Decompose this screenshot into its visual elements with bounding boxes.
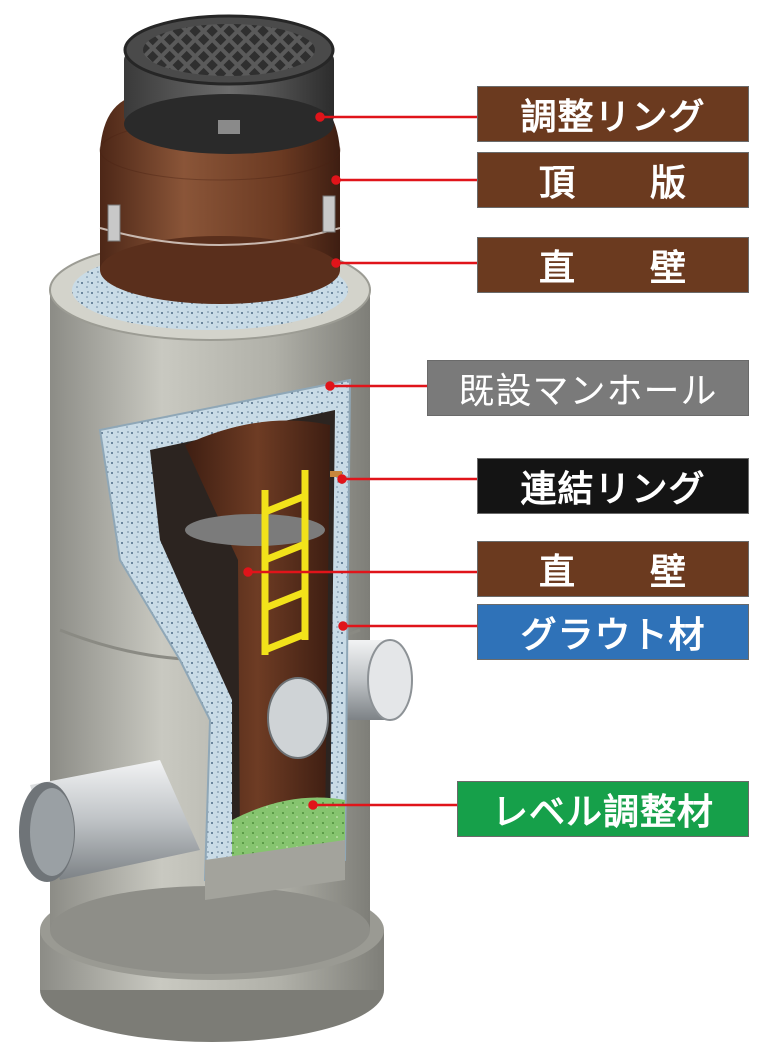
- label-connecting-ring: 連結リング: [477, 458, 749, 514]
- label-level-adjust: レベル調整材: [457, 781, 749, 837]
- label-top-slab: 頂 版: [477, 152, 749, 208]
- level-adjust-layer: [232, 797, 345, 862]
- label-straight-wall-lower: 直 壁: [477, 541, 749, 597]
- label-grout: グラウト材: [477, 604, 749, 660]
- leader-lines: [243, 112, 477, 810]
- label-existing-manhole: 既設マンホール: [427, 360, 749, 416]
- label-adjust-ring: 調整リング: [477, 86, 749, 142]
- label-straight-wall-upper: 直 壁: [477, 237, 749, 293]
- connecting-ring-bolt: [330, 471, 342, 477]
